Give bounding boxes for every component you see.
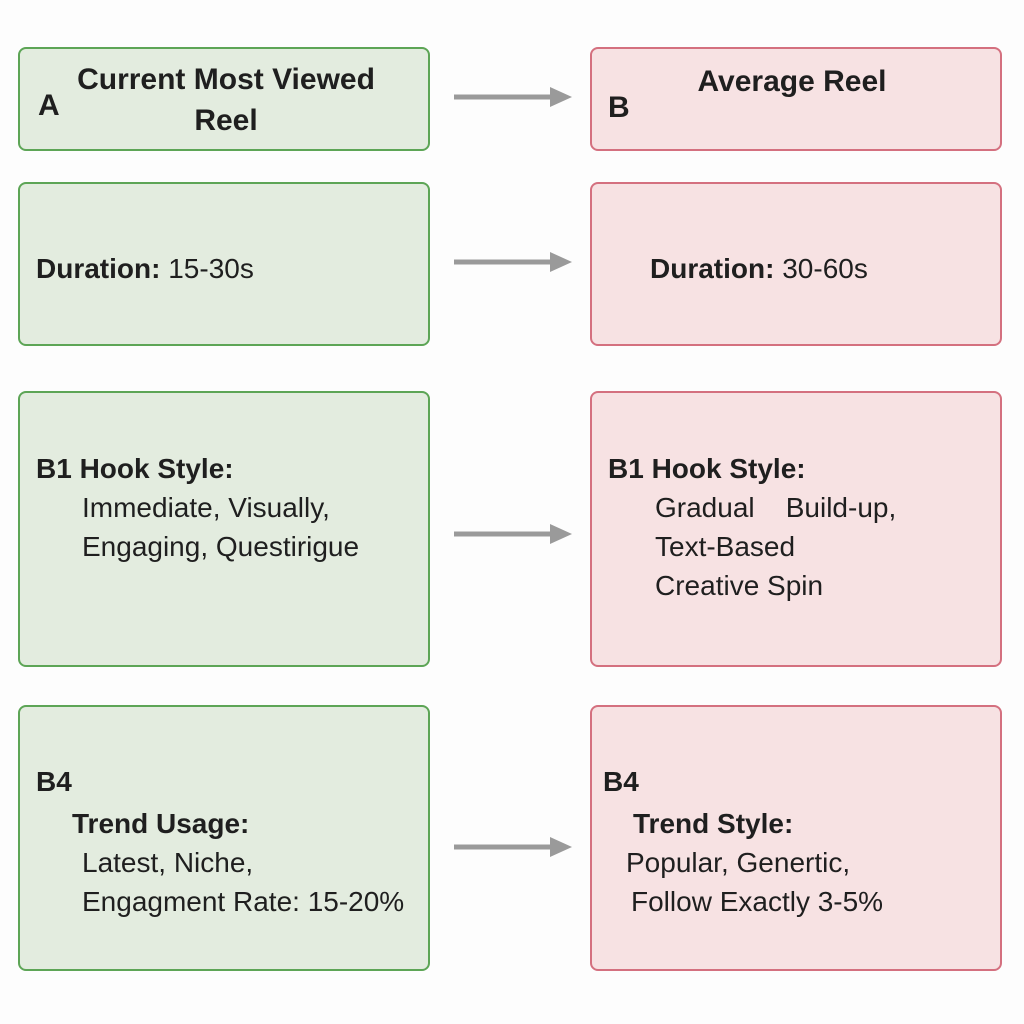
- box-b-trend: B4 Trend Style: Popular, Genertic, Follo…: [590, 705, 1002, 971]
- duration-line-b: Duration: 30-60s: [650, 250, 868, 288]
- box-a-letter: A: [38, 89, 60, 122]
- arrow-trend: [454, 837, 572, 857]
- box-b-header: B Average Reel: [590, 47, 1002, 151]
- trend-line2-b: Follow Exactly 3-5%: [631, 886, 884, 917]
- duration-value-a: 15-30s: [168, 253, 254, 284]
- box-b-hook: B1 Hook Style: Gradual Build-up, Text-Ba…: [590, 391, 1002, 667]
- box-b-letter: B: [608, 91, 630, 124]
- trend-code-b: B4: [603, 766, 639, 797]
- hook-line2-a: Engaging, Questirigue: [82, 531, 360, 562]
- duration-line-a: Duration: 15-30s: [36, 250, 254, 288]
- hook-line2-b: Text-Based: [655, 531, 796, 562]
- box-b-title: Average Reel: [697, 65, 887, 98]
- hook-label-a: B1 Hook Style:: [36, 453, 234, 484]
- box-a-hook: B1 Hook Style: Immediate, Visually, Enga…: [18, 391, 430, 667]
- box-a-title-line2: Reel: [194, 104, 258, 137]
- trend-line1-b: Popular, Genertic,: [626, 847, 851, 878]
- trend-label-a: Trend Usage:: [72, 808, 250, 839]
- hook-line1-a: Immediate, Visually,: [82, 492, 330, 523]
- arrow-duration: [454, 252, 572, 272]
- box-a-duration: Duration: 15-30s: [18, 182, 430, 346]
- trend-code-a: B4: [36, 766, 72, 797]
- hook-line1-b: Gradual Build-up,: [655, 492, 897, 523]
- box-a-title-line1: Current Most Viewed: [77, 63, 375, 96]
- arrow-header: [454, 87, 572, 107]
- trend-label-b: Trend Style:: [633, 808, 794, 839]
- trend-line1-a: Latest, Niche,: [82, 847, 254, 878]
- duration-label-a: Duration:: [36, 253, 161, 284]
- duration-value-b: 30-60s: [782, 253, 868, 284]
- arrow-hook: [454, 524, 572, 544]
- box-a-trend: B4 Trend Usage: Latest, Niche, Engagment…: [18, 705, 430, 971]
- trend-line2-a: Engagment Rate: 15-20%: [82, 886, 405, 917]
- duration-label-b: Duration:: [650, 253, 775, 284]
- hook-line3-b: Creative Spin: [655, 570, 824, 601]
- box-a-header: A Current Most Viewed Reel: [18, 47, 430, 151]
- hook-label-b: B1 Hook Style:: [608, 453, 806, 484]
- box-b-duration: Duration: 30-60s: [590, 182, 1002, 346]
